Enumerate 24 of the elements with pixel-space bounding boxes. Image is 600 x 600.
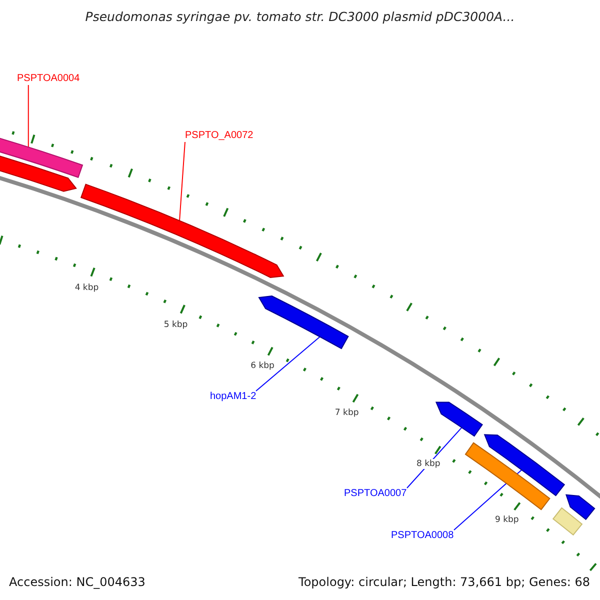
- gene-label: PSPTOA0004: [17, 73, 80, 85]
- gene-label: hopAM1-2: [210, 391, 256, 403]
- tick-label: 5 kbp: [162, 320, 189, 330]
- gene-label: PSPTOA0008: [391, 530, 454, 542]
- tick-label: 6 kbp: [250, 361, 276, 372]
- tick-label: 4 kbp: [74, 282, 100, 293]
- gene-block: [80, 184, 284, 278]
- gene-band: [552, 507, 582, 536]
- tick-label: 9 kbp: [494, 514, 520, 525]
- footer-text: Accession: NC_004633: [8, 574, 146, 590]
- footer-text: Topology: circular; Length: 73,661 bp; Genes: 68: [298, 574, 591, 590]
- gene-block: [258, 296, 349, 350]
- tick-label: 8 kbp: [415, 459, 442, 470]
- title: Pseudomonas syringae pv. tomato str. DC3000 plasmid pDC3000A...: [84, 9, 516, 24]
- gene-block: [484, 434, 565, 496]
- leader-line: [179, 142, 186, 222]
- gene-block: [436, 402, 483, 437]
- gene-label: PSPTO_A0072: [185, 130, 254, 142]
- leader-line: [28, 84, 29, 148]
- gene-block: [566, 494, 596, 520]
- gene-band: [465, 442, 550, 510]
- gene-label: PSPTOA0007: [344, 488, 407, 500]
- leader-line: [256, 336, 320, 392]
- tick-label: 7 kbp: [334, 408, 360, 418]
